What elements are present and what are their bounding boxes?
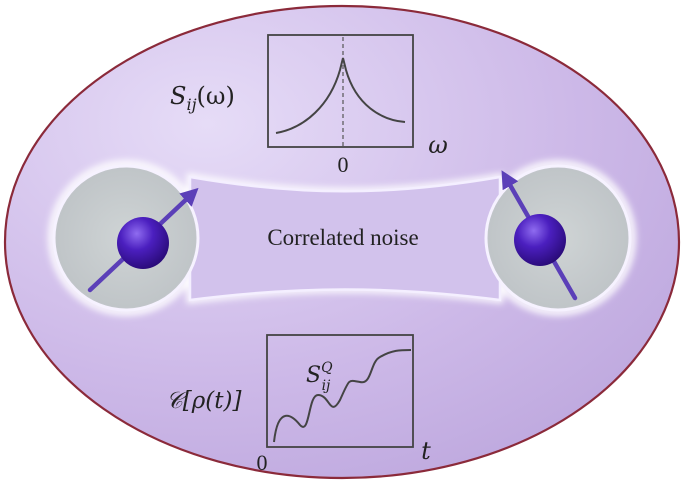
spectrum-curve <box>275 57 406 134</box>
coherence-label-sup: Q <box>321 360 333 376</box>
spectrum-ylabel-rest: (ω) <box>197 82 235 110</box>
spectrum-plot: 0 ω Sij(ω) <box>170 34 448 177</box>
coupling-channel <box>188 175 502 302</box>
spectrum-xlabel: ω <box>428 131 448 159</box>
coherence-curve <box>273 349 412 443</box>
spectrum-ylabel-main: S <box>170 82 186 110</box>
coherence-ylabel: 𝒞[ρ(t)] <box>166 388 241 414</box>
coherence-xlabel: t <box>421 437 431 465</box>
coherence-label-main: S <box>306 363 321 388</box>
caption: Correlated noise <box>267 225 418 250</box>
spectrum-origin-tick: 0 <box>338 152 349 177</box>
coherence-plot-frame <box>266 334 414 448</box>
spin-up-right-icon <box>87 187 199 293</box>
spectrum-ylabel: Sij(ω) <box>170 82 235 114</box>
spectrum-plot-frame <box>267 34 414 148</box>
spectrum-ylabel-sub: ij <box>186 95 196 114</box>
spin-up-left-icon <box>501 170 578 301</box>
coherence-origin-tick: 0 <box>257 450 268 475</box>
coherence-label-sub: ij <box>322 378 331 394</box>
